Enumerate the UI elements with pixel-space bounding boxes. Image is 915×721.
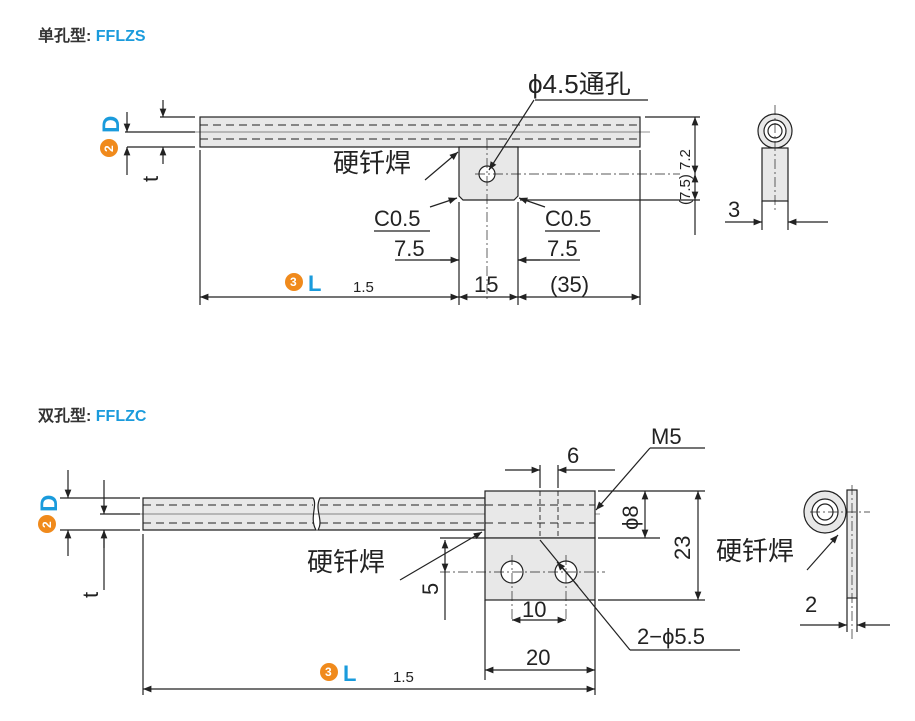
single-L-badge-num: 3: [290, 275, 297, 289]
double-L-badge: [320, 663, 338, 681]
single-dim-7-2: 7.2: [677, 149, 694, 170]
double-dim-23: 23: [670, 536, 695, 560]
single-dim-right-7-5: 7.5: [547, 236, 578, 261]
single-title-prefix: 单孔型:: [38, 28, 96, 45]
double-dim-6: 6: [567, 443, 579, 468]
single-chamfer-left: C0.5: [374, 206, 420, 231]
single-dim-15: 15: [474, 272, 498, 297]
double-hole-title: 双孔型: FFLZC: [38, 402, 146, 426]
double-dim-2-phi-5-5: 2−ϕ5.5: [637, 624, 705, 649]
single-D-badge: [100, 139, 118, 157]
single-D-badge-num: 2: [102, 145, 116, 152]
double-hole-drawing: [60, 447, 890, 695]
single-L-tolerance: 1.5: [353, 279, 374, 296]
double-weld-label-right: 硬钎焊: [716, 536, 794, 566]
double-D-badge: [38, 515, 56, 533]
double-dim-2: 2: [805, 592, 817, 617]
double-title-code: FFLZC: [95, 408, 147, 425]
single-t-label: t: [138, 176, 163, 182]
double-weld-label-left: 硬钎焊: [307, 547, 385, 577]
double-hole-labels: M5 6 ϕ8 23 硬钎焊 硬钎焊 5 10 20 2−ϕ5.5 2 1.5 …: [36, 424, 817, 686]
double-title-prefix: 双孔型:: [38, 408, 96, 425]
single-L-badge: [285, 273, 303, 291]
double-dim-10: 10: [522, 597, 546, 622]
double-dim-5: 5: [418, 583, 443, 595]
single-dim-7-5-paren: (7.5): [677, 174, 694, 205]
single-dim-left-7-5: 7.5: [394, 236, 425, 261]
double-L-tolerance: 1.5: [393, 669, 414, 686]
double-D-badge-num: 2: [40, 521, 54, 528]
single-hole-callout: ϕ4.5通孔: [528, 69, 631, 99]
double-D-label: D: [36, 495, 63, 512]
single-side-plate: [761, 147, 789, 202]
double-dim-20: 20: [526, 645, 550, 670]
double-L-label: L: [343, 661, 356, 686]
double-L-badge-num: 3: [325, 665, 332, 679]
double-boss-block: [484, 490, 596, 539]
single-dim-35: (35): [550, 272, 589, 297]
single-hole-drawing: [123, 99, 828, 305]
single-L-label: L: [308, 271, 321, 296]
single-chamfer-right: C0.5: [545, 206, 591, 231]
double-t-label: t: [78, 592, 103, 598]
double-dim-M5: M5: [651, 424, 682, 449]
single-weld-label: 硬钎焊: [333, 148, 411, 178]
single-hole-labels: ϕ4.5通孔 硬钎焊 C0.5 C0.5 7.5 7.5 15 (35) 1.5…: [98, 69, 740, 297]
single-D-label: D: [98, 116, 125, 133]
single-title-code: FFLZS: [95, 28, 146, 45]
single-hole-title: 单孔型: FFLZS: [38, 22, 146, 46]
single-dim-3: 3: [728, 197, 740, 222]
double-dim-phi8: ϕ8: [618, 505, 643, 530]
